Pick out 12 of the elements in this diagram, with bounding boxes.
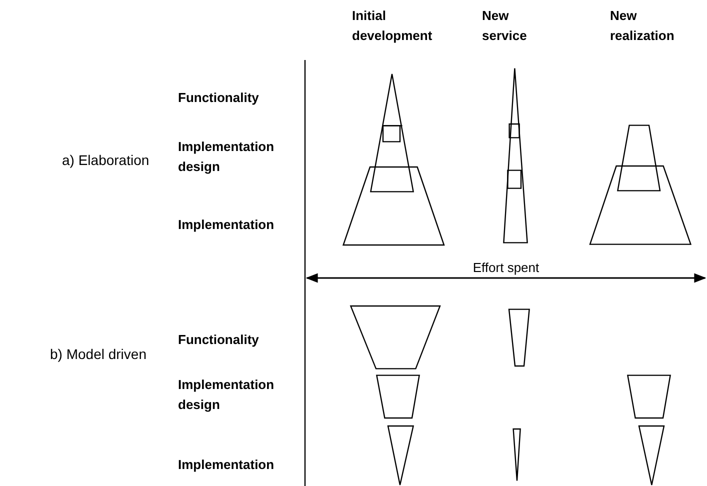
row-label: Implementation design	[178, 377, 274, 412]
row-label: Functionality	[178, 90, 259, 105]
section-label: b) Model driven	[50, 346, 146, 362]
row-label: Implementation	[178, 217, 274, 232]
column-heading: New realization	[610, 8, 674, 43]
section-label: a) Elaboration	[62, 152, 150, 168]
row-label: Implementation design	[178, 139, 274, 174]
row-label: Implementation	[178, 457, 274, 472]
axis-label: Effort spent	[472, 260, 540, 275]
column-heading: New service	[482, 8, 527, 43]
row-label: Functionality	[178, 332, 259, 347]
column-heading: Initial development	[352, 8, 432, 43]
